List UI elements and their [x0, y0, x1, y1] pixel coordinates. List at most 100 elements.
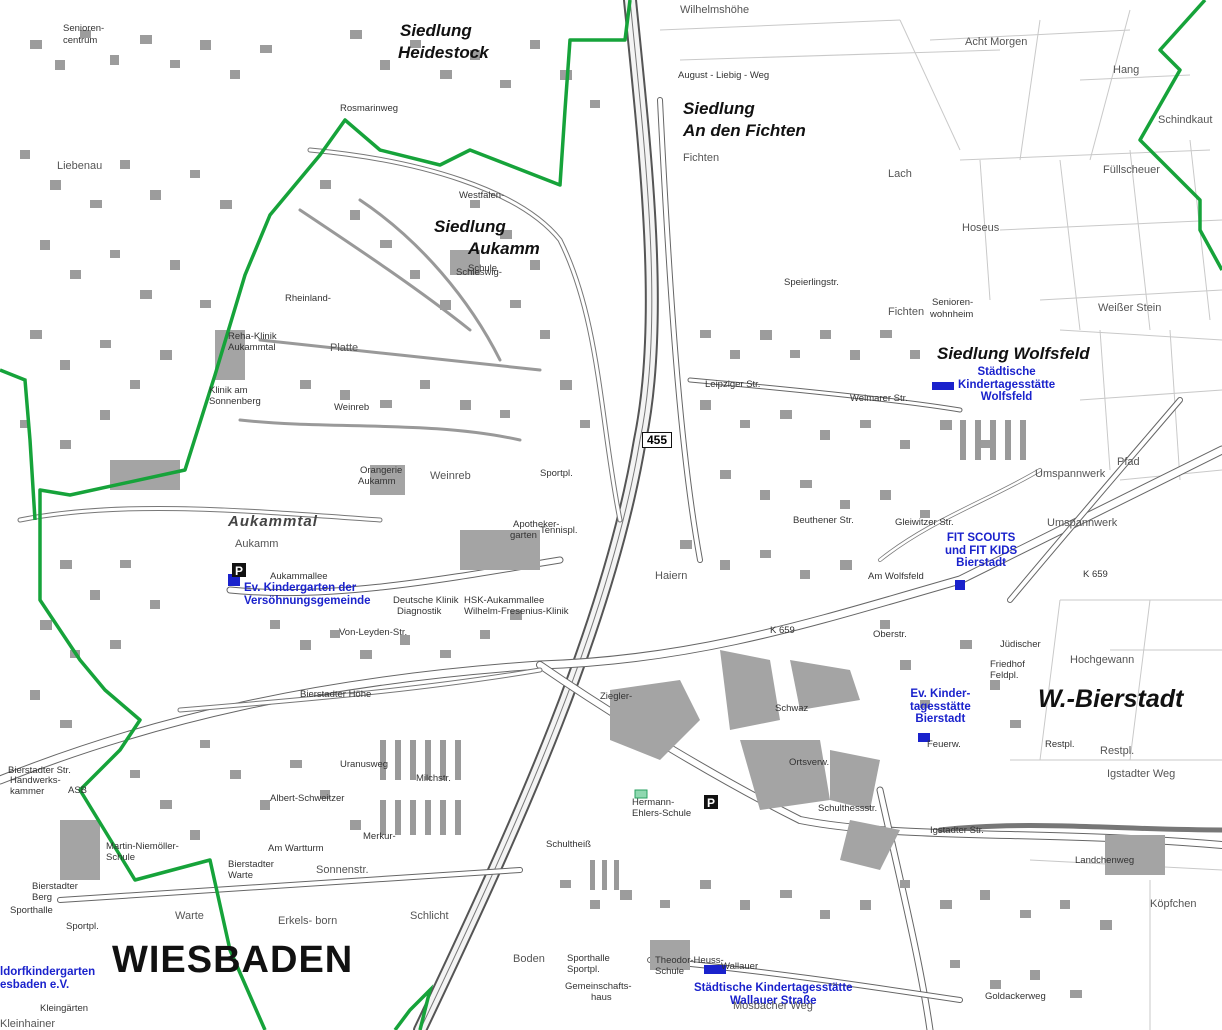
- municipal-boundary-south: [393, 984, 434, 1030]
- place-label: Fichten: [888, 306, 925, 318]
- facility-label: haus: [591, 992, 612, 1003]
- facility-label: Reha-Klinik: [228, 331, 277, 342]
- street-label: K 659: [770, 625, 795, 636]
- street-label: Merkur-: [363, 831, 396, 842]
- facility-label: Sporthalle: [567, 953, 610, 964]
- kita-bierstadt-line1: Ev. Kinder-: [910, 688, 971, 700]
- kita-bierstadt-line3: Bierstadt: [915, 713, 966, 726]
- district-label-aukamm: Siedlung: [434, 217, 506, 236]
- kita-marker-wolfsfeld[interactable]: [932, 382, 954, 390]
- kiga-versoehnung-line1: Ev. Kindergarten der: [244, 582, 357, 594]
- facility-label: Klinik am: [209, 385, 248, 396]
- facility-label: Schule: [655, 966, 685, 977]
- street-label: Albert-Schweitzer: [270, 793, 345, 804]
- facility-label: Sportpl.: [66, 921, 99, 932]
- kita-wolfsfeld-line2: Kindertagesstätte: [958, 378, 1056, 391]
- svg-text:P: P: [235, 564, 243, 578]
- facility-label: HSK-Aukammallee: [464, 595, 545, 606]
- kita-label-bierstadt[interactable]: Ev. Kinder- tagesstätte Bierstadt: [910, 688, 971, 726]
- facility-label: Friedhof: [990, 659, 1025, 670]
- place-label: Hoseus: [962, 222, 1000, 234]
- facility-label: ASB: [68, 785, 88, 796]
- facility-label: garten: [510, 530, 537, 541]
- facility-label: Aukamm: [358, 476, 396, 487]
- street-label: Von-Leyden-Str.: [339, 627, 408, 638]
- facility-label: wohnheim: [930, 309, 974, 320]
- facility-label: Theodor-Heuss-: [655, 955, 724, 966]
- svg-text:P: P: [707, 796, 715, 810]
- street-label: Weimarer Str.: [850, 393, 908, 404]
- facility-label: Senioren-: [63, 23, 105, 34]
- city-label-wiesbaden: WIESBADEN: [112, 939, 354, 981]
- kita-label-wolfsfeld[interactable]: Städtische Kindertagesstätte Wolfsfeld: [958, 366, 1055, 404]
- place-label: Schindkaut: [1158, 114, 1213, 126]
- place-label: Acht Morgen: [965, 36, 1028, 48]
- street-label: Speierlingstr.: [784, 277, 839, 288]
- fit-scouts-line2: und FIT KIDS: [945, 544, 1018, 557]
- place-label: Igstadter Weg: [1107, 768, 1176, 780]
- kita-marker-scouts[interactable]: [955, 580, 965, 590]
- street-label: August - Liebig - Weg: [678, 70, 770, 81]
- facility-label: Gemeinschafts-: [565, 981, 632, 992]
- street-label: Am Wartturm: [268, 843, 324, 854]
- residential-blocks: [20, 30, 1112, 998]
- kita-wallauer-line2: Wallauer Straße: [730, 994, 817, 1007]
- municipal-boundary-east: [1138, 0, 1222, 271]
- place-label: Mosbacher Weg: [733, 1000, 813, 1012]
- municipal-boundary: [38, 0, 632, 1030]
- facility-label: Sportpl.: [540, 468, 573, 479]
- kita-wolfsfeld-line1: Städtische: [977, 366, 1036, 378]
- street-label: Weinreb: [334, 402, 370, 413]
- street-label: Ziegler-: [600, 691, 633, 702]
- kita-label-scouts[interactable]: FIT SCOUTS und FIT KIDS Bierstadt: [945, 532, 1017, 570]
- place-label: Kleinhainer: [0, 1018, 56, 1030]
- waldorf-line1: ldorfkindergarten: [0, 966, 96, 978]
- fit-scouts-line1: FIT SCOUTS: [946, 532, 1016, 544]
- street-label: Westfalen-: [459, 190, 505, 201]
- facility-label: Ortsverw.: [789, 757, 830, 768]
- facility-label: Handwerks-: [10, 775, 61, 786]
- place-label: Lach: [888, 168, 912, 180]
- district-label-bierstadt: W.-Bierstadt: [1038, 685, 1184, 713]
- place-label: Liebenau: [57, 160, 103, 172]
- place-label: Boden: [513, 953, 545, 965]
- place-label: Sonnenstr.: [316, 864, 369, 876]
- facility-label: Bierstadter: [228, 859, 274, 870]
- facility-label: Warte: [228, 870, 253, 881]
- kita-wolfsfeld-line3: Wolfsfeld: [980, 391, 1033, 404]
- place-label: Hochgewann: [1070, 654, 1135, 666]
- street-label: Wallauer: [721, 961, 759, 972]
- street-label: Landchenweg: [1075, 855, 1135, 866]
- school-marker-hermann-ehlers: [634, 789, 648, 799]
- street-label: Igstadter Str.: [930, 825, 984, 836]
- kita-label-versoehnung[interactable]: Ev. Kindergarten der Versöhnungsgemeinde: [244, 582, 371, 607]
- facility-label: kammer: [10, 786, 45, 797]
- kita-marker-wallauer[interactable]: [704, 965, 726, 974]
- place-label: Schlicht: [410, 910, 449, 922]
- street-label: Schleswig-: [456, 267, 502, 278]
- facility-label: Jüdischer: [1000, 639, 1041, 650]
- kita-label-wallauer[interactable]: Städtische Kindertagesstätte Wallauer St…: [694, 982, 853, 1007]
- fit-scouts-line3: Bierstadt: [956, 557, 1007, 570]
- parking-icon: P: [704, 795, 718, 810]
- street-label: Am Wolfsfeld: [868, 571, 924, 582]
- facility-label: Kleingärten: [40, 1003, 89, 1014]
- facility-label: Orangerie: [360, 465, 403, 476]
- place-label: Restpl.: [1100, 745, 1135, 757]
- kita-bierstadt-line2: tagesstätte: [910, 700, 971, 713]
- route-shield-455: 455: [642, 432, 673, 448]
- facility-label: Berg: [32, 892, 53, 903]
- place-label: Erkels- born: [278, 915, 338, 927]
- street-label: Beuthener Str.: [793, 515, 854, 526]
- waldorf-line2: esbaden e.V.: [0, 978, 70, 991]
- facility-label: Ehlers-Schule: [632, 808, 692, 819]
- place-label: Weißer Stein: [1098, 302, 1162, 314]
- kita-label-waldorf[interactable]: ldorfkindergarten esbaden e.V.: [0, 966, 95, 991]
- kita-marker-bierstadt[interactable]: [918, 733, 930, 742]
- place-label: Platte: [330, 342, 359, 354]
- district-label-heidestock-line2: Heidestock: [398, 43, 489, 62]
- valley-label-aukammtal: Aukammtal: [228, 513, 318, 530]
